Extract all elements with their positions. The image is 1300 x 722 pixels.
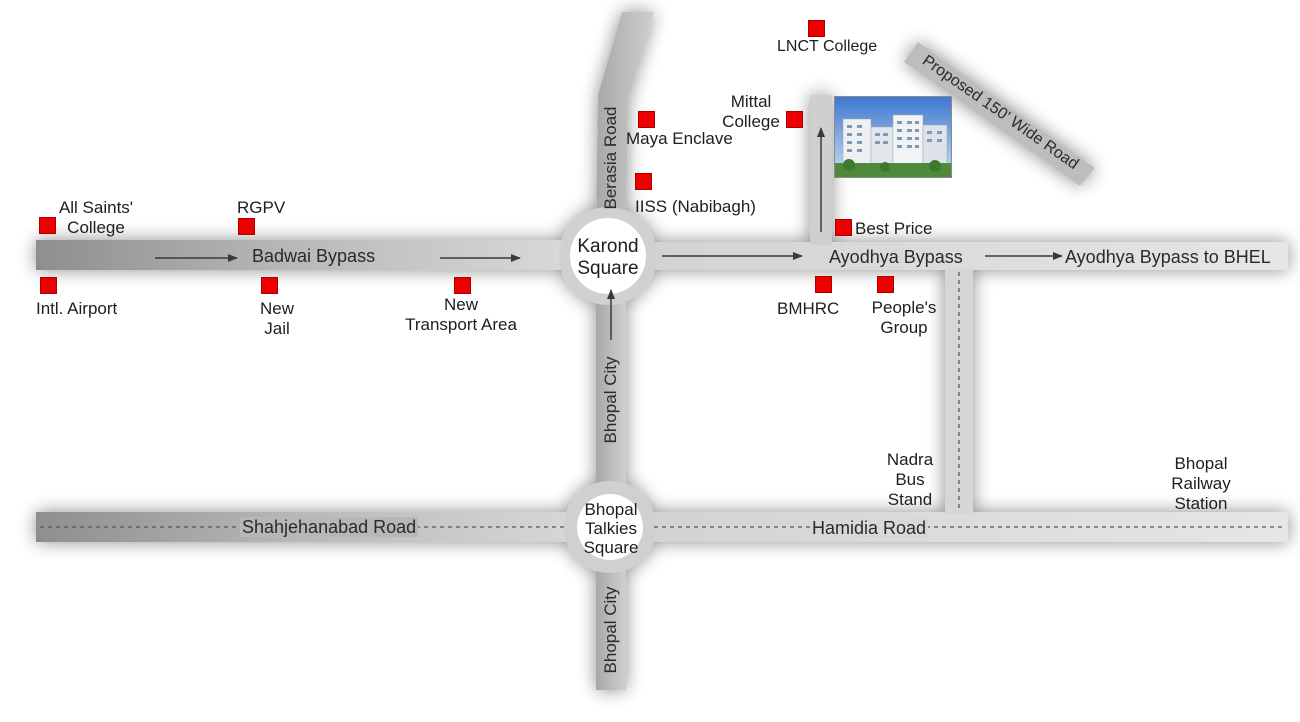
railway-station-label: Bhopal Railway Station <box>1156 454 1246 514</box>
railway-line3: Station <box>1174 494 1228 513</box>
new-jail-line1: New <box>259 299 294 318</box>
talkies-line2: Talkies <box>585 519 637 538</box>
rgpv-label: RGPV <box>237 198 286 217</box>
nadra-line2: Bus <box>895 470 925 489</box>
maya-enclave-marker <box>638 111 655 128</box>
talkies-line1: Bhopal <box>584 500 638 519</box>
new-transport-marker <box>454 277 471 294</box>
new-transport-line1: New <box>443 295 478 314</box>
nadra-line1: Nadra <box>886 450 934 469</box>
hamidia-road-label: Hamidia Road <box>810 518 929 538</box>
railway-line1: Bhopal <box>1174 454 1228 473</box>
maya-enclave-label: Maya Enclave <box>626 129 733 148</box>
new-jail-label: New Jail <box>242 299 312 339</box>
iiss-label: IISS (Nabibagh) <box>635 197 756 216</box>
badwai-bypass-label: Badwai Bypass <box>252 246 376 266</box>
apartment-building-icon <box>835 97 951 177</box>
best-price-label: Best Price <box>855 219 933 238</box>
mittal-college-label: Mittal College <box>716 92 786 132</box>
proposed-wide-road <box>904 42 1095 186</box>
karond-square-inner <box>570 218 646 294</box>
mittal-marker <box>786 111 803 128</box>
intl-airport-marker <box>40 277 57 294</box>
berasia-road <box>596 12 654 230</box>
road-network <box>36 12 1288 690</box>
rgpv-marker <box>238 218 255 235</box>
new-transport-line2: Transport Area <box>405 315 517 334</box>
mittal-line2: College <box>722 112 780 131</box>
badwai-bypass-road <box>36 240 596 270</box>
project-photo <box>834 96 952 178</box>
mittal-line1: Mittal <box>730 92 772 111</box>
peoples-line1: People's <box>871 298 937 317</box>
peoples-group-label: People's Group <box>864 298 944 338</box>
railway-line2: Railway <box>1171 474 1231 493</box>
shahjehanabad-road-label: Shahjehanabad Road <box>240 517 419 537</box>
karond-square-label: Karond Square <box>562 236 654 280</box>
new-jail-marker <box>261 277 278 294</box>
best-price-marker <box>835 219 852 236</box>
nadra-line3: Stand <box>887 490 933 509</box>
intl-airport-label: Intl. Airport <box>36 299 118 318</box>
all-saints-line1: All Saints' <box>58 198 134 217</box>
talkies-square-inner <box>577 494 643 560</box>
lnct-label: LNCT College <box>777 38 878 55</box>
nadra-bus-stand-label: Nadra Bus Stand <box>872 450 948 510</box>
bmhrc-marker <box>815 276 832 293</box>
ayodhya-to-bhel-label: Ayodhya Bypass to BHEL <box>1065 247 1271 267</box>
all-saints-label: All Saints' College <box>46 198 146 238</box>
karond-line1: Karond <box>577 236 639 257</box>
lnct-marker <box>808 20 825 37</box>
new-transport-label: New Transport Area <box>395 295 527 335</box>
talkies-line3: Square <box>583 538 639 557</box>
berasia-road-label: Berasia Road <box>601 106 620 210</box>
bhopal-city-upper-label: Bhopal City <box>601 356 620 444</box>
all-saints-line2: College <box>67 218 125 237</box>
karond-line2: Square <box>577 258 639 279</box>
talkies-square-label: Bhopal Talkies Square <box>566 500 656 557</box>
ayodhya-bypass-label: Ayodhya Bypass <box>829 247 963 267</box>
peoples-line2: Group <box>880 318 928 337</box>
bhopal-city-lower-label: Bhopal City <box>601 586 620 674</box>
new-jail-line2: Jail <box>264 319 290 338</box>
bmhrc-label: BMHRC <box>777 299 840 318</box>
peoples-group-marker <box>877 276 894 293</box>
all-saints-marker <box>39 217 56 234</box>
iiss-marker <box>635 173 652 190</box>
